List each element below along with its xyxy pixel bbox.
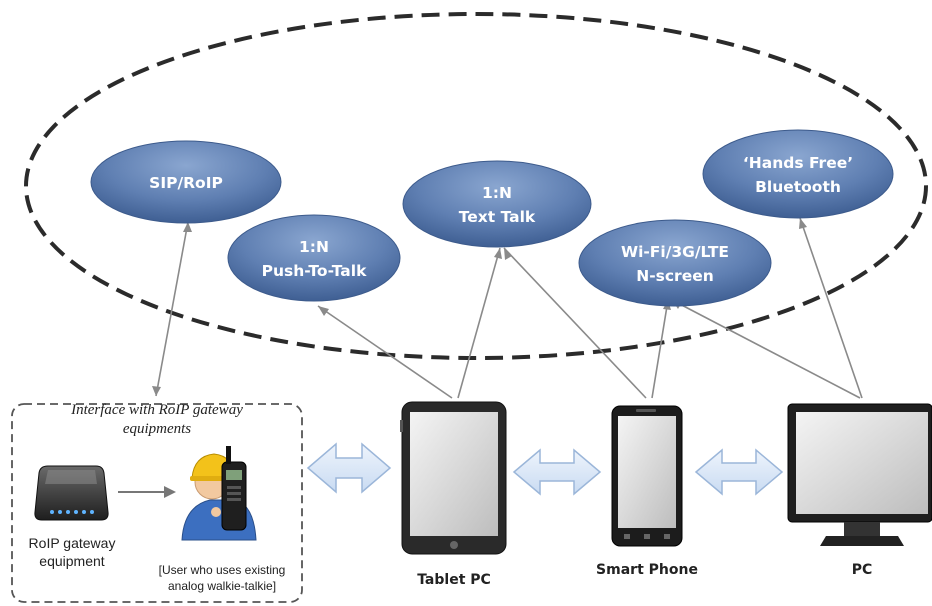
- tablet-label: Tablet PC: [417, 572, 491, 588]
- bubble-text-label-1: 1:N: [482, 184, 512, 202]
- bubble-sip-label: SIP/RoIP: [149, 174, 223, 192]
- connector-ptt-tablet: [317, 305, 453, 399]
- bubble-sip-roip: SIP/RoIP: [90, 140, 282, 224]
- gateway-icon: [34, 465, 109, 521]
- connector-arrowheads: [152, 218, 807, 396]
- connector-text-phone: [503, 247, 647, 399]
- connector-lines: [155, 217, 863, 399]
- connector-wifi-pc: [671, 299, 861, 399]
- bubble-ptt-label-1: 1:N: [299, 238, 329, 256]
- bubble-text-label-2: Text Talk: [459, 208, 536, 226]
- user-label-1: [User who uses existing: [159, 563, 286, 577]
- connector-sip-gateway: [155, 221, 189, 397]
- double-arrow-icon: [306, 442, 392, 494]
- tablet-icon: [400, 401, 507, 555]
- bubble-ptt-label-2: Push-To-Talk: [262, 262, 367, 280]
- bubble-hands-label-2: Bluetooth: [755, 178, 841, 196]
- bubble-push-to-talk: 1:N Push-To-Talk: [227, 214, 401, 302]
- gateway-to-user-arrow: [118, 486, 176, 498]
- user-label-2: analog walkie-talkie]: [168, 579, 276, 593]
- connector-text-tablet: [457, 247, 501, 399]
- bubble-hands-free: ‘Hands Free’ Bluetooth: [702, 129, 894, 219]
- walkie-talkie-user-icon: [181, 446, 257, 541]
- bubble-hands-label-1: ‘Hands Free’: [743, 154, 853, 172]
- connector-wifi-phone: [651, 299, 669, 399]
- bubble-wifi-nscreen: Wi-Fi/3G/LTE N-screen: [578, 219, 772, 307]
- bubble-wifi-label-2: N-screen: [636, 267, 714, 285]
- double-arrow-icon: [512, 448, 602, 496]
- smartphone-label: Smart Phone: [596, 562, 698, 578]
- double-arrow-icon: [694, 448, 784, 496]
- gateway-box-title-2: equipments: [123, 421, 191, 437]
- pc-label: PC: [852, 562, 873, 578]
- gateway-device-label-2: equipment: [39, 553, 104, 569]
- service-scope-ellipse: [24, 12, 928, 360]
- bubble-wifi-label-1: Wi-Fi/3G/LTE: [621, 243, 729, 261]
- smartphone-icon: [611, 405, 683, 547]
- monitor-icon: [787, 403, 932, 546]
- gateway-box-title-1: Interface with RoIP gateway: [70, 402, 243, 418]
- bubble-text-talk: 1:N Text Talk: [402, 160, 592, 248]
- connector-bt-pc: [799, 217, 863, 399]
- gateway-device-label-1: RoIP gateway: [29, 535, 116, 551]
